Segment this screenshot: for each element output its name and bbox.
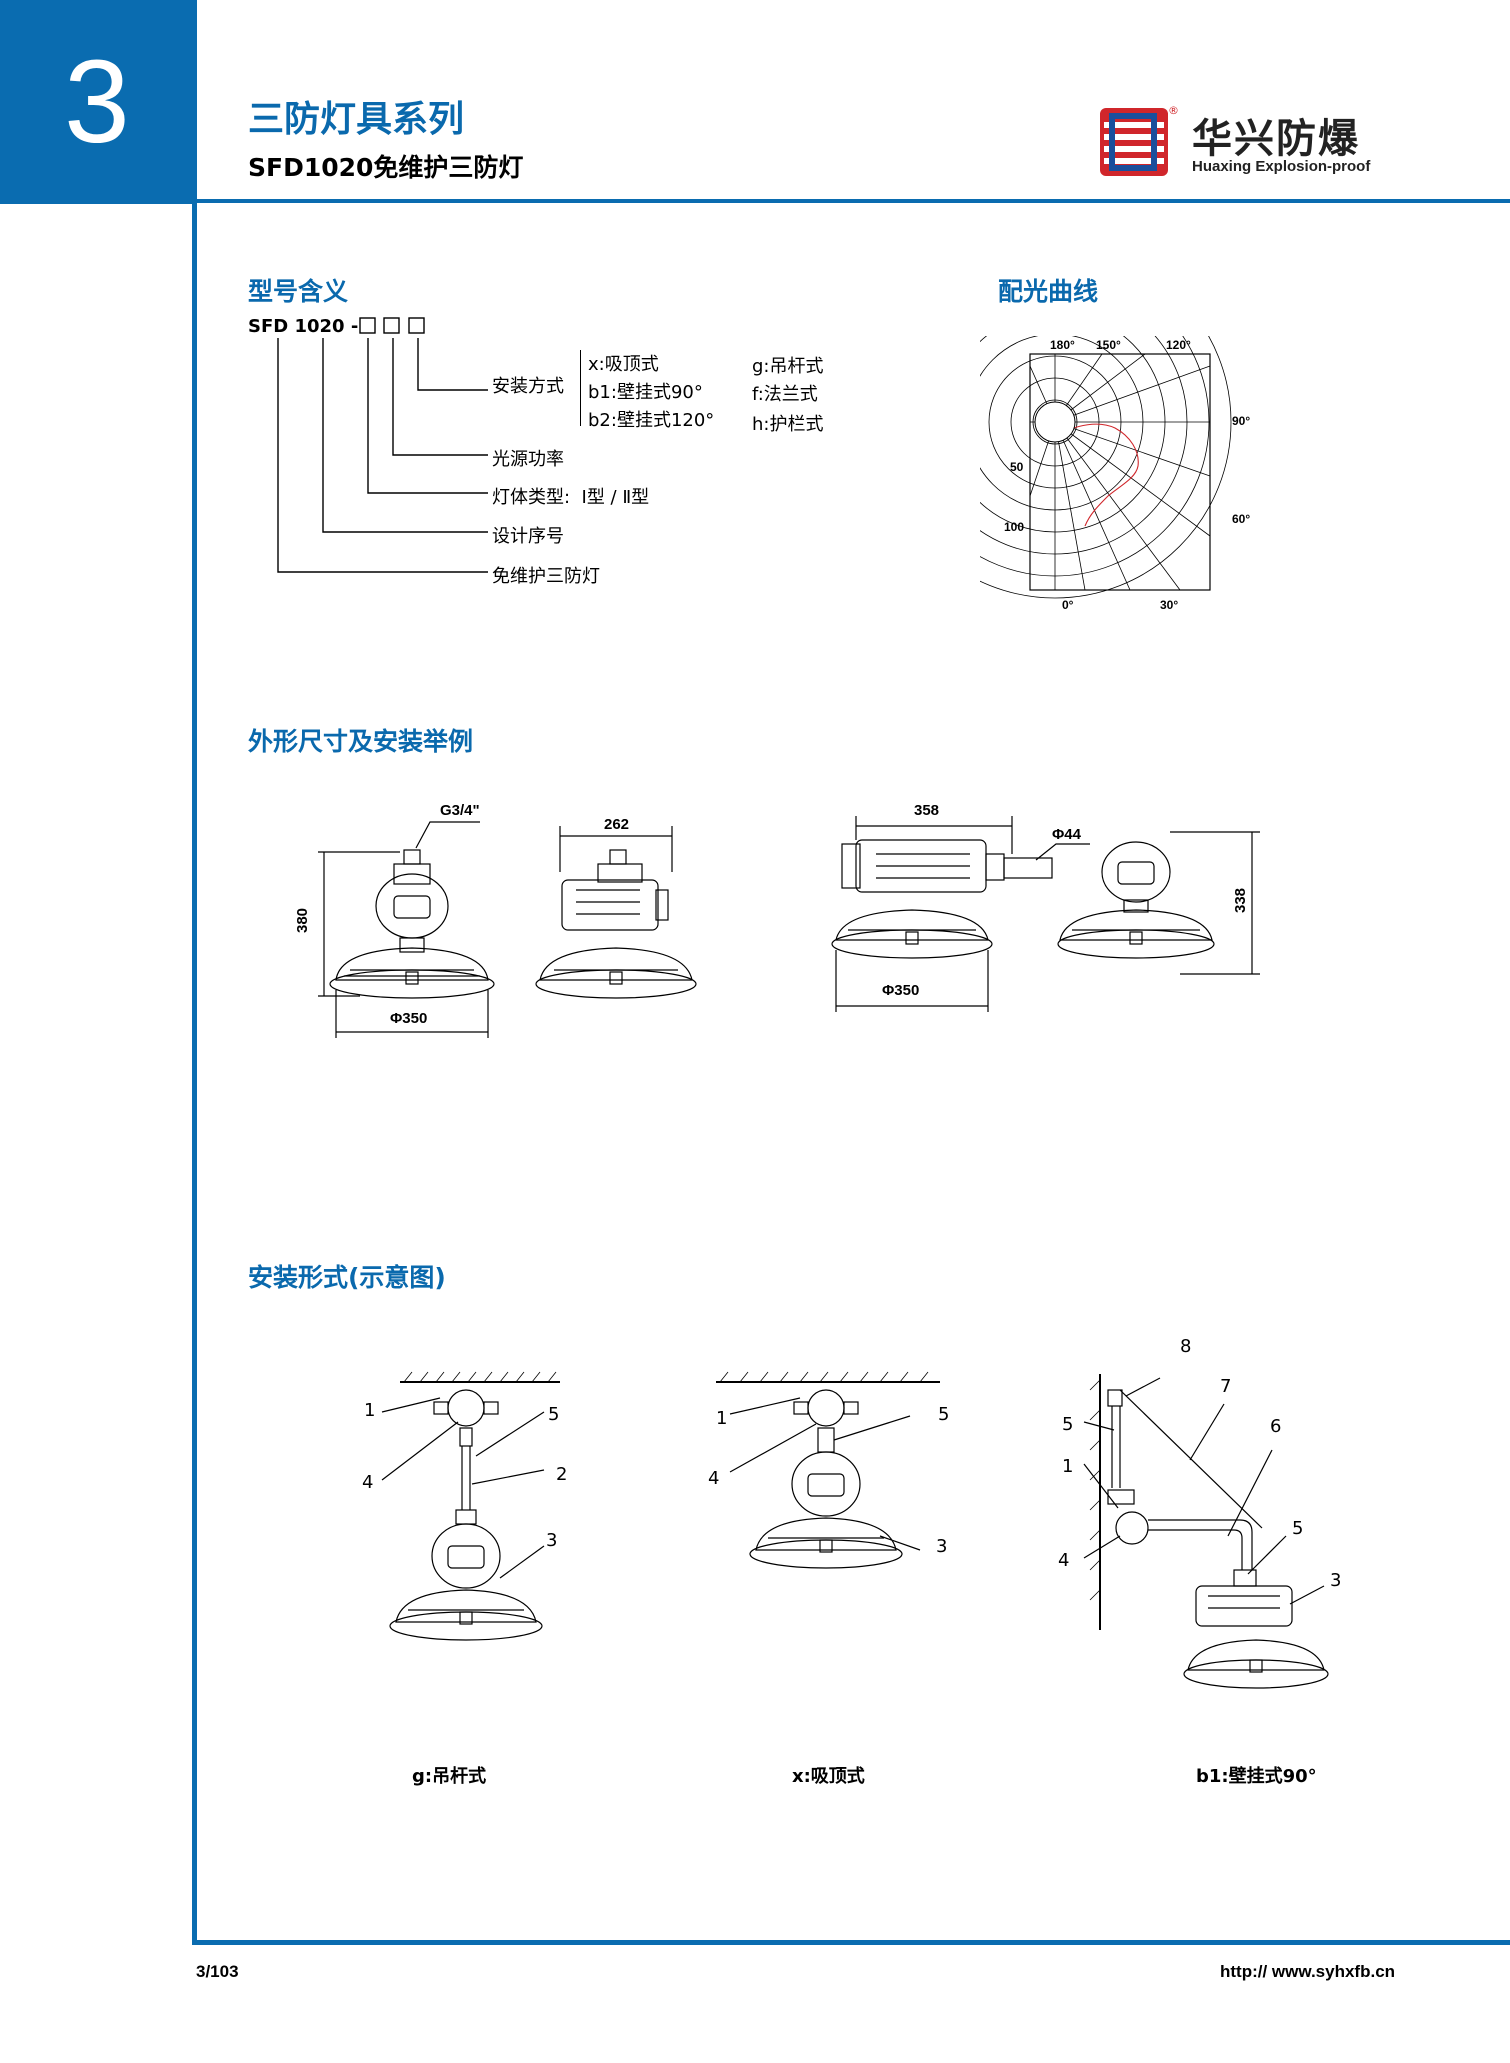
lamp-side-view bbox=[535, 826, 697, 999]
option-x: x:吸顶式 bbox=[588, 354, 659, 375]
callout-b1-3: 3 bbox=[1330, 1570, 1342, 1591]
option-h: h:护栏式 bbox=[752, 414, 824, 435]
curve-label-120: 120° bbox=[1166, 338, 1191, 352]
page-number: 3/103 bbox=[196, 1962, 239, 1981]
callout-x-3: 3 bbox=[936, 1536, 948, 1557]
curve-label-150: 150° bbox=[1096, 338, 1121, 352]
website-url: http:// www.syhxfb.cn bbox=[1220, 1962, 1396, 1981]
lamp-wall-front-view bbox=[1057, 831, 1260, 975]
callout-g-4: 4 bbox=[362, 1472, 374, 1493]
dim-pipe-44: Φ44 bbox=[1052, 826, 1081, 843]
footer-rule bbox=[192, 1940, 1510, 1945]
callout-b1-8: 8 bbox=[1180, 1336, 1192, 1357]
model-tree bbox=[277, 317, 488, 573]
option-f: f:法兰式 bbox=[752, 384, 818, 405]
curve-label-0: 0° bbox=[1062, 598, 1074, 612]
label-design: 设计序号 bbox=[492, 526, 564, 547]
chapter-number: 3 bbox=[0, 0, 194, 204]
callout-b1-1: 1 bbox=[1062, 1456, 1074, 1477]
dim-diam-350-b: Φ350 bbox=[882, 982, 920, 999]
curve-label-100: 100 bbox=[1004, 520, 1025, 534]
dim-height-380: 380 bbox=[294, 907, 312, 934]
dim-thread: G3/4" bbox=[440, 802, 480, 819]
callout-g-3: 3 bbox=[546, 1530, 558, 1551]
header-rule bbox=[194, 199, 1510, 203]
model-heading: 型号含义 bbox=[248, 277, 349, 306]
model-box-1 bbox=[359, 317, 376, 334]
callout-b1-7: 7 bbox=[1220, 1376, 1232, 1397]
callout-x-4: 4 bbox=[708, 1468, 720, 1489]
brand-name-en: Huaxing Explosion-proof bbox=[1192, 158, 1371, 175]
caption-pendant: g:吊杆式 bbox=[412, 1766, 487, 1787]
caption-ceiling: x:吸顶式 bbox=[792, 1766, 865, 1787]
series-title: 三防灯具系列 bbox=[248, 99, 465, 140]
lamp-wall-side-view bbox=[831, 816, 1090, 1012]
install-wall-90 bbox=[1083, 1374, 1329, 1689]
callout-x-1: 1 bbox=[716, 1408, 728, 1429]
callout-x-5: 5 bbox=[938, 1404, 950, 1425]
callout-b1-5a: 5 bbox=[1062, 1414, 1074, 1435]
logo-mark-icon: ® bbox=[1100, 104, 1179, 176]
installation-drawings bbox=[381, 1371, 1329, 1689]
label-power: 光源功率 bbox=[492, 449, 564, 470]
model-box-2 bbox=[383, 317, 400, 334]
dim-width-262: 262 bbox=[604, 816, 630, 833]
curve-label-50: 50 bbox=[1010, 460, 1024, 474]
option-b2: b2:壁挂式120° bbox=[588, 410, 715, 431]
dimension-drawings bbox=[318, 816, 1260, 1038]
option-g: g:吊杆式 bbox=[752, 356, 824, 377]
curve-label-180: 180° bbox=[1050, 338, 1075, 352]
dim-diam-350-a: Φ350 bbox=[390, 1010, 428, 1027]
product-title: SFD1020免维护三防灯 bbox=[248, 153, 524, 182]
callout-b1-5b: 5 bbox=[1292, 1518, 1304, 1539]
option-b1: b1:壁挂式90° bbox=[588, 382, 703, 403]
callout-g-1: 1 bbox=[364, 1400, 376, 1421]
light-distribution-chart bbox=[980, 336, 1232, 599]
install-pendant bbox=[381, 1371, 560, 1641]
model-code: SFD 1020 - bbox=[248, 316, 359, 337]
installation-heading: 安装形式(示意图) bbox=[248, 1263, 446, 1292]
label-install: 安装方式 bbox=[492, 376, 564, 397]
label-body: 灯体类型: Ⅰ型 / Ⅱ型 bbox=[492, 487, 650, 508]
lamp-front-view bbox=[318, 821, 495, 1038]
callout-b1-4: 4 bbox=[1058, 1550, 1070, 1571]
curve-label-90: 90° bbox=[1232, 414, 1251, 428]
callout-g-5: 5 bbox=[548, 1404, 560, 1425]
curve-label-30: 30° bbox=[1160, 598, 1179, 612]
dim-height-338: 338 bbox=[1232, 887, 1250, 914]
options-bracket bbox=[580, 350, 581, 426]
caption-wall-90: b1:壁挂式90° bbox=[1196, 1766, 1317, 1787]
install-ceiling bbox=[716, 1371, 940, 1569]
model-box-3 bbox=[408, 317, 425, 334]
svg-text:®: ® bbox=[1168, 104, 1179, 117]
callout-b1-6: 6 bbox=[1270, 1416, 1282, 1437]
left-vertical-rule bbox=[192, 0, 197, 1945]
brand-logo: ® 华兴防爆 Huaxing Explosion-proof bbox=[1098, 100, 1398, 184]
callout-g-2: 2 bbox=[556, 1464, 568, 1485]
label-name: 免维护三防灯 bbox=[492, 566, 600, 587]
dimensions-heading: 外形尺寸及安装举例 bbox=[248, 727, 474, 756]
light-curve-heading: 配光曲线 bbox=[998, 277, 1099, 306]
brand-name-cn: 华兴防爆 bbox=[1192, 116, 1360, 162]
curve-label-60: 60° bbox=[1232, 512, 1251, 526]
dim-width-358: 358 bbox=[914, 802, 940, 819]
